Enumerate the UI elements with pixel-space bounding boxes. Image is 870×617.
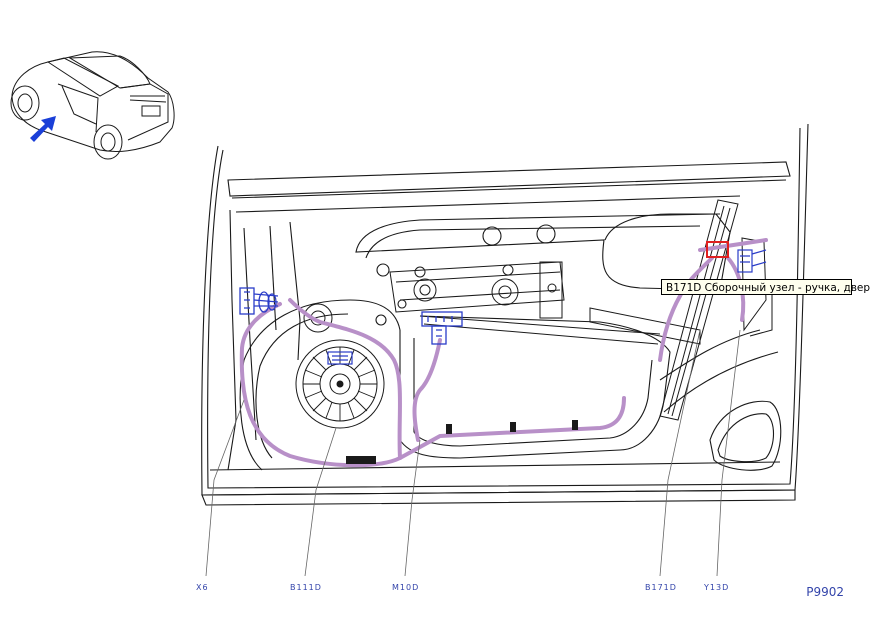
b171d-highlight-box [706,241,729,258]
leader-lines [205,329,741,577]
page-id: P9902 [806,585,844,599]
callout-y13d: Y13D [703,583,729,592]
connector-y13d [737,249,767,273]
view-direction-arrow-icon [30,116,56,142]
speaker-b111d [295,303,385,429]
door-panel [201,123,809,506]
window-regulator [389,261,701,345]
callout-x6: X6 [196,583,209,592]
door-wiring-diagram: X6 B111D M10D B171D Y13D [10,51,809,592]
window-guide-rail [659,199,773,421]
connector-m10d [421,311,463,345]
callout-b111d: B111D [290,583,322,592]
connector-x6 [239,287,279,315]
harness-clips [346,420,578,464]
callout-b171d: B171D [645,583,677,592]
speaker-connector [327,351,353,365]
component-tooltip: B171D Сборочный узел - ручка, двер [661,279,870,295]
wiring-harness [239,238,768,468]
car-locator-icon [10,51,175,160]
callout-m10d: M10D [392,583,419,592]
